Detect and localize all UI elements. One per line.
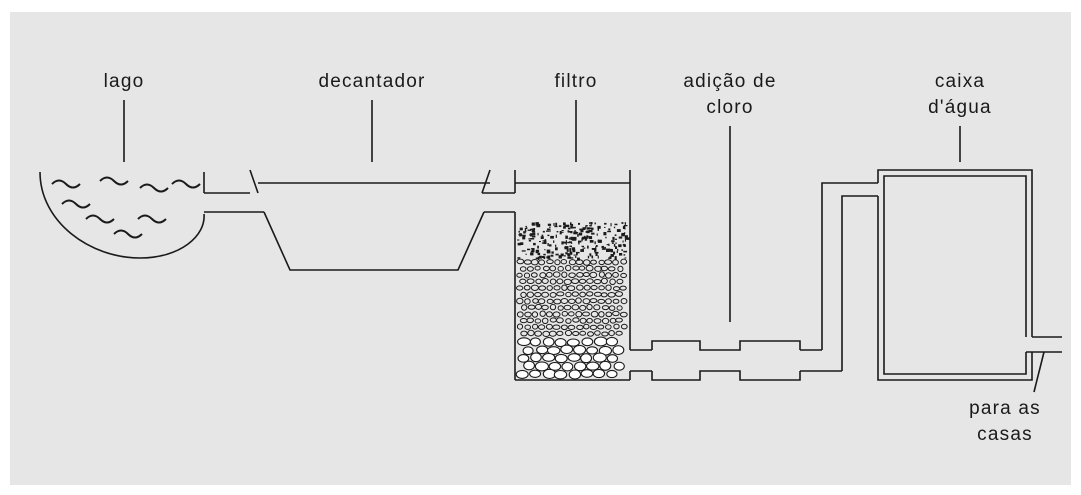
pipe-lake-decanter [204, 192, 264, 213]
chlorination-unit [630, 340, 842, 381]
label-to-houses-line1: para as [969, 398, 1041, 419]
pipe-decanter-filter [482, 170, 516, 213]
label-to-houses-line2: casas [977, 424, 1033, 445]
label-chlorination-line2: cloro [706, 97, 754, 118]
label-water-tank-line2: d'água [928, 97, 992, 118]
water-waves-icon [51, 176, 201, 239]
filter-gravel-layer [516, 258, 628, 337]
water-tank [877, 169, 1062, 381]
lake [39, 171, 205, 259]
filter-stone-layer [515, 336, 625, 380]
leader-lines [123, 100, 1045, 393]
filter-sand-layer [517, 222, 630, 261]
label-water-tank-line1: caixa [934, 71, 986, 92]
pipe-to-water-tank [821, 182, 878, 371]
decanter-tank [249, 169, 491, 271]
diagram-panel [10, 12, 1071, 485]
filter-tank [514, 170, 631, 381]
label-decanter: decantador [318, 71, 426, 92]
label-filter: filtro [554, 71, 598, 92]
label-chlorination-line1: adição de [683, 71, 777, 92]
label-lake: lago [103, 71, 145, 92]
